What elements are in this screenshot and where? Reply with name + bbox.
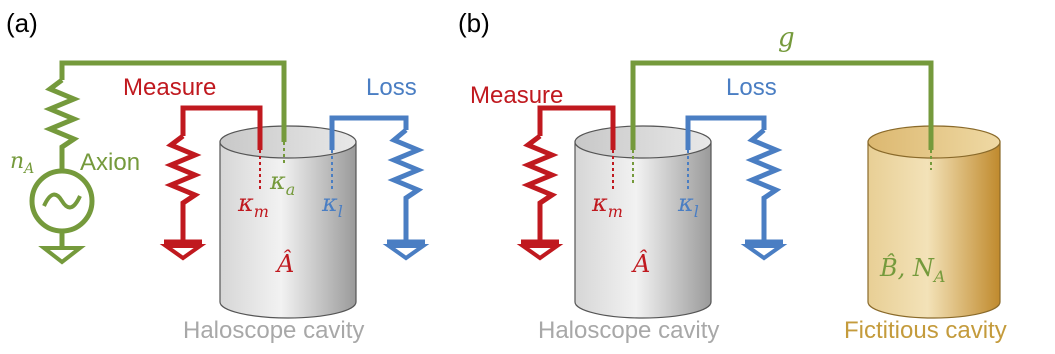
measure-circuit-b	[516, 105, 616, 261]
haloscope-cavity-b	[574, 125, 712, 319]
kappa-l-label-a: κl	[321, 189, 343, 221]
loss-label-b: Loss	[726, 74, 777, 101]
panel-a-label: (a)	[6, 8, 38, 38]
coupling-g-label: g	[778, 23, 795, 53]
operator-a-label-a: Â	[275, 249, 294, 278]
fictitious-cavity	[867, 125, 1001, 319]
panel-b: (b)	[458, 8, 1007, 344]
haloscope-cavity-label-a: Haloscope cavity	[183, 317, 364, 344]
kappa-m-label-b: κm	[591, 189, 623, 221]
axion-number-a: nA	[10, 149, 34, 177]
panel-b-label: (b)	[458, 8, 490, 38]
loss-circuit-b	[685, 115, 788, 261]
kappa-m-label-a: κm	[237, 189, 269, 221]
axion-circuit-a	[29, 60, 287, 265]
loss-circuit-a	[329, 115, 430, 261]
fictitious-cavity-label: Fictitious cavity	[844, 317, 1007, 344]
coupling-link-b	[630, 60, 934, 150]
haloscope-cavity-label-b: Haloscope cavity	[538, 317, 719, 344]
measure-label-b: Measure	[470, 82, 563, 109]
fictitious-operator-label: B̂, NA	[879, 254, 945, 286]
haloscope-cavity-a	[219, 125, 357, 319]
kappa-l-label-b: κl	[677, 189, 699, 221]
operator-a-label-b: Â	[631, 249, 650, 278]
kappa-a-label-a: κa	[269, 167, 295, 199]
measure-label-a: Measure	[123, 74, 216, 101]
panel-a: (a)	[6, 8, 430, 344]
loss-label-a: Loss	[366, 74, 417, 101]
axion-label-a: Axion	[80, 149, 140, 176]
measure-circuit-a	[159, 105, 263, 261]
